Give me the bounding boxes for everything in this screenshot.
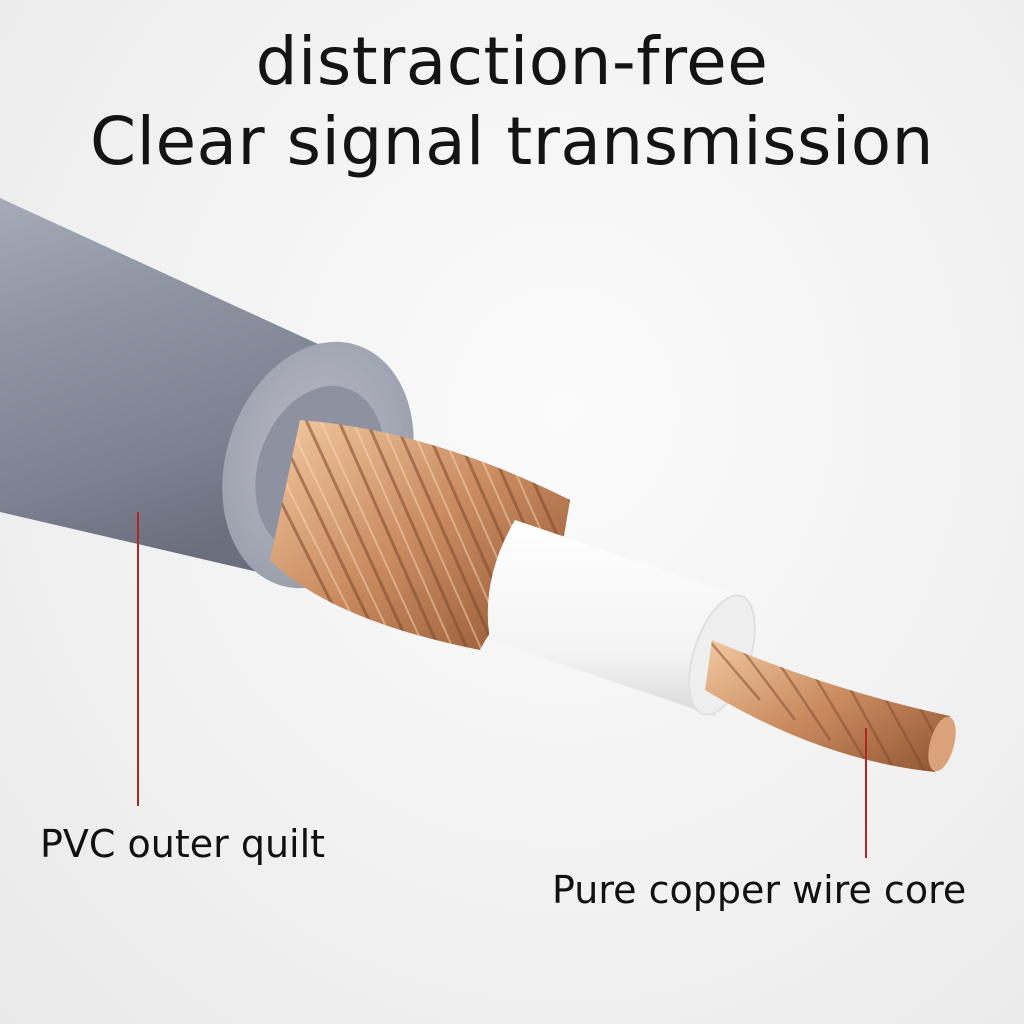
headline-line-1: distraction-free [255,23,769,100]
copper-callout-label: Pure copper wire core [552,868,967,912]
pvc-callout-label: PVC outer quilt [40,822,326,866]
headline: distraction-free Clear signal transmissi… [0,22,1024,182]
headline-line-2: Clear signal transmission [90,103,934,180]
copper-core [705,640,956,772]
